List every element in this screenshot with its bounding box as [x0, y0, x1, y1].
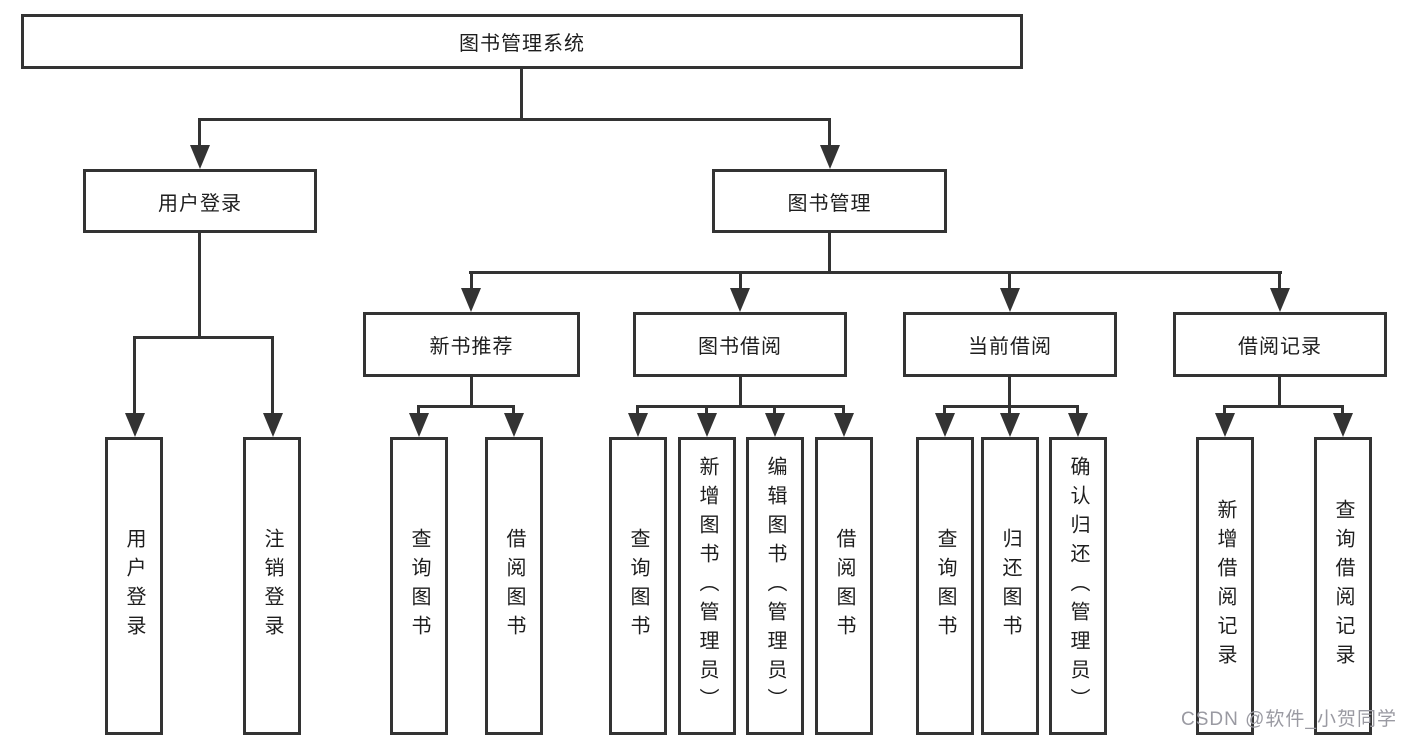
arrow-down-icon	[263, 413, 283, 437]
connector-line	[1008, 271, 1011, 291]
arrow-down-icon	[1215, 413, 1235, 437]
arrow-down-icon	[834, 413, 854, 437]
leaf-add-borrow-record: 新增借阅记录	[1196, 437, 1254, 735]
arrow-down-icon	[935, 413, 955, 437]
connector-line	[1076, 405, 1079, 417]
connector-line	[198, 233, 201, 338]
leaf-borrow-books-recommend-label: 借阅图书	[503, 528, 525, 644]
leaf-edit-books-admin-label: 编辑图书（管理员）	[764, 455, 786, 717]
arrow-down-icon	[1000, 288, 1020, 312]
node-borrow-records: 借阅记录	[1173, 312, 1387, 377]
connector-line	[773, 405, 776, 417]
connector-line	[133, 336, 136, 416]
connector-line	[739, 377, 742, 407]
leaf-add-books-admin: 新增图书（管理员）	[678, 437, 736, 735]
arrow-down-icon	[190, 145, 210, 169]
connector-line	[739, 271, 742, 291]
connector-line	[828, 118, 831, 148]
connector-line	[469, 271, 1282, 274]
leaf-query-books-borrow: 查询图书	[609, 437, 667, 735]
leaf-borrow-books-recommend: 借阅图书	[485, 437, 543, 735]
node-root: 图书管理系统	[21, 14, 1023, 69]
node-book-borrow: 图书借阅	[633, 312, 847, 377]
leaf-return-books-label: 归还图书	[999, 528, 1021, 644]
node-book-borrow-label: 图书借阅	[698, 336, 782, 358]
arrow-down-icon	[1270, 288, 1290, 312]
connector-line	[417, 405, 420, 417]
connector-line	[1008, 377, 1011, 407]
connector-line	[1223, 405, 1344, 408]
leaf-logout: 注销登录	[243, 437, 301, 735]
node-user-login: 用户登录	[83, 169, 317, 233]
leaf-query-borrow-record-label: 查询借阅记录	[1332, 499, 1354, 673]
leaf-user-login: 用户登录	[105, 437, 163, 735]
connector-line	[943, 405, 1079, 408]
arrow-down-icon	[820, 145, 840, 169]
arrow-down-icon	[125, 413, 145, 437]
node-new-book-recommend-label: 新书推荐	[429, 336, 514, 358]
arrow-down-icon	[409, 413, 429, 437]
connector-line	[1008, 405, 1011, 417]
connector-line	[133, 336, 274, 339]
leaf-query-borrow-record: 查询借阅记录	[1314, 437, 1372, 735]
node-current-borrow-label: 当前借阅	[968, 336, 1052, 358]
connector-line	[470, 271, 473, 291]
arrow-down-icon	[628, 413, 648, 437]
connector-line	[705, 405, 708, 417]
leaf-add-borrow-record-label: 新增借阅记录	[1214, 499, 1236, 673]
node-new-book-recommend: 新书推荐	[363, 312, 580, 377]
leaf-query-books-current: 查询图书	[916, 437, 974, 735]
node-user-login-label: 用户登录	[158, 192, 242, 215]
arrow-down-icon	[1068, 413, 1088, 437]
arrow-down-icon	[730, 288, 750, 312]
leaf-edit-books-admin: 编辑图书（管理员）	[746, 437, 804, 735]
arrow-down-icon	[697, 413, 717, 437]
connector-line	[1341, 405, 1344, 417]
leaf-query-books-borrow-label: 查询图书	[627, 528, 649, 644]
arrow-down-icon	[765, 413, 785, 437]
connector-line	[1278, 377, 1281, 407]
csdn-watermark: CSDN @软件_小贺同学	[1181, 709, 1397, 730]
connector-line	[198, 118, 201, 148]
leaf-query-books-current-label: 查询图书	[934, 528, 956, 644]
leaf-logout-label: 注销登录	[261, 528, 283, 644]
leaf-confirm-return-admin: 确认归还（管理员）	[1049, 437, 1107, 735]
connector-line	[842, 405, 845, 417]
leaf-return-books: 归还图书	[981, 437, 1039, 735]
leaf-query-books-recommend-label: 查询图书	[408, 528, 430, 644]
leaf-query-books-recommend: 查询图书	[390, 437, 448, 735]
connector-line	[1278, 271, 1281, 291]
leaf-confirm-return-admin-label: 确认归还（管理员）	[1067, 455, 1089, 717]
leaf-user-login-label: 用户登录	[123, 528, 145, 644]
node-root-label: 图书管理系统	[459, 33, 585, 55]
leaf-add-books-admin-label: 新增图书（管理员）	[696, 455, 718, 717]
leaf-borrow-books-label: 借阅图书	[833, 528, 855, 644]
node-current-borrow: 当前借阅	[903, 312, 1117, 377]
connector-line	[470, 377, 473, 407]
connector-line	[271, 336, 274, 416]
node-borrow-records-label: 借阅记录	[1238, 336, 1322, 358]
arrow-down-icon	[1000, 413, 1020, 437]
connector-line	[512, 405, 515, 417]
connector-line	[943, 405, 946, 417]
arrow-down-icon	[461, 288, 481, 312]
connector-line	[1223, 405, 1226, 417]
connector-line	[636, 405, 845, 408]
arrow-down-icon	[1333, 413, 1353, 437]
leaf-borrow-books: 借阅图书	[815, 437, 873, 735]
connector-line	[828, 233, 831, 273]
connector-line	[417, 405, 515, 408]
node-book-management: 图书管理	[712, 169, 947, 233]
connector-line	[198, 118, 831, 121]
arrow-down-icon	[504, 413, 524, 437]
node-book-management-label: 图书管理	[787, 192, 872, 215]
connector-line	[520, 69, 523, 120]
connector-line	[636, 405, 639, 417]
